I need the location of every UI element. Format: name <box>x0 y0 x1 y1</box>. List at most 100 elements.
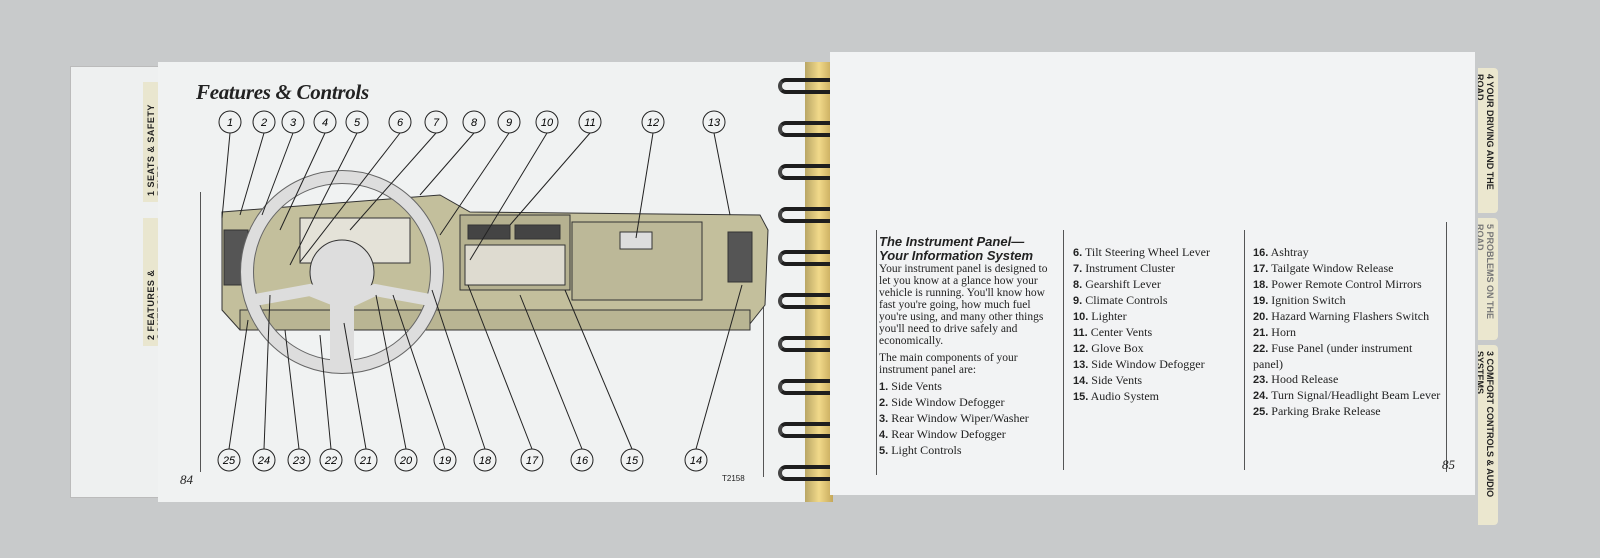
callout-number: 3 <box>290 117 297 129</box>
item-number: 12. <box>1073 343 1089 355</box>
callout-circle <box>620 448 644 472</box>
item-number: 9. <box>1073 295 1083 307</box>
dashboard <box>221 170 769 374</box>
callout-circle <box>462 110 486 134</box>
page-number: 84 <box>180 472 193 487</box>
callout-circle <box>535 110 559 134</box>
callout-circle <box>702 110 726 134</box>
callout-number: 17 <box>526 455 539 467</box>
divider <box>763 237 764 477</box>
divider <box>200 192 201 472</box>
item-label: Climate Controls <box>1085 293 1168 307</box>
item-number: 23. <box>1253 374 1269 386</box>
callout-circle <box>217 448 241 472</box>
leader-line <box>319 334 332 450</box>
tab-label: COMFORT CONTROLS & AUDIO SYSTEMS <box>1478 351 1495 498</box>
list-item: 17. Tailgate Window Release <box>1253 261 1443 277</box>
callout-circle <box>578 110 602 134</box>
intro-column: The Instrument Panel— Your Information S… <box>879 235 1059 459</box>
item-number: 15. <box>1073 391 1089 403</box>
leader-line <box>467 284 533 450</box>
list-item: 3. Rear Window Wiper/Washer <box>879 411 1059 427</box>
callout-circle <box>345 110 369 134</box>
callout-circle <box>497 110 521 134</box>
leader-line <box>431 289 486 450</box>
item-number: 24. <box>1253 390 1269 402</box>
callout-circle <box>252 110 276 134</box>
callout-number: 6 <box>397 117 404 129</box>
tab-problems-on-road[interactable]: 5 PROBLEMS ON THE ROAD <box>1478 218 1498 340</box>
divider <box>876 230 877 475</box>
leader-line <box>519 294 583 450</box>
leader-line <box>469 132 548 261</box>
list-item: 12. Glove Box <box>1073 341 1243 357</box>
list-item: 1. Side Vents <box>879 379 1059 395</box>
divider <box>1244 230 1245 470</box>
item-label: Instrument Cluster <box>1085 261 1175 275</box>
item-label: Fuse Panel (under instrument panel) <box>1253 341 1413 371</box>
item-label: Side Window Defogger <box>891 395 1005 409</box>
page-title: Features & Controls <box>196 80 369 104</box>
list-item: 14. Side Vents <box>1073 373 1243 389</box>
item-number: 10. <box>1073 311 1089 323</box>
list-item: 5. Light Controls <box>879 443 1059 459</box>
callout-number: 5 <box>354 117 361 129</box>
list-item: 7. Instrument Cluster <box>1073 261 1243 277</box>
divider <box>1063 230 1064 470</box>
item-label: Glove Box <box>1091 341 1144 355</box>
callout-number: 23 <box>292 455 306 467</box>
leader-line <box>392 294 446 450</box>
item-label: Light Controls <box>891 443 962 457</box>
callout-number: 19 <box>439 455 451 467</box>
callout-number: 7 <box>433 117 440 129</box>
item-label: Tailgate Window Release <box>1271 261 1394 275</box>
item-label: Turn Signal/Headlight Beam Lever <box>1271 388 1441 402</box>
tab-number: 4 <box>1485 74 1495 80</box>
list-item: 16. Ashtray <box>1253 245 1443 261</box>
list-item: 8. Gearshift Lever <box>1073 277 1243 293</box>
item-number: 21. <box>1253 327 1269 339</box>
figure-code: T2158 <box>722 474 745 483</box>
page-number: 85 <box>1442 457 1455 472</box>
item-number: 2. <box>879 397 889 409</box>
item-number: 6. <box>1073 247 1083 259</box>
list-item: 13. Side Window Defogger <box>1073 357 1243 373</box>
callout-number: 13 <box>708 117 721 129</box>
right-page: The Instrument Panel— Your Information S… <box>830 52 1475 495</box>
callout-number: 8 <box>471 117 478 129</box>
item-label: Ignition Switch <box>1271 293 1346 307</box>
lead-paragraph: The main components of your instrument p… <box>879 352 1018 376</box>
list-item: 19. Ignition Switch <box>1253 293 1443 309</box>
leader-line <box>343 322 367 450</box>
tab-comfort-controls[interactable]: 3 COMFORT CONTROLS & AUDIO SYSTEMS <box>1478 345 1498 525</box>
item-label: Horn <box>1271 325 1296 339</box>
item-label: Center Vents <box>1090 325 1153 339</box>
callout-number: 24 <box>257 455 270 467</box>
leader-line <box>635 132 654 239</box>
item-number: 8. <box>1073 279 1083 291</box>
callout-number: 12 <box>647 117 659 129</box>
item-number: 19. <box>1253 295 1269 307</box>
callout-circle <box>641 110 665 134</box>
item-label: Rear Window Defogger <box>891 427 1006 441</box>
item-label: Power Remote Control Mirrors <box>1271 277 1422 291</box>
list-item: 18. Power Remote Control Mirrors <box>1253 277 1443 293</box>
callout-number: 11 <box>584 117 595 129</box>
tab-your-driving[interactable]: 4 YOUR DRIVING AND THE ROAD <box>1478 68 1498 213</box>
list-item: 24. Turn Signal/Headlight Beam Lever <box>1253 388 1443 404</box>
callout-circle <box>394 448 418 472</box>
leader-line <box>299 132 401 263</box>
item-label: Lighter <box>1091 309 1127 323</box>
divider <box>1446 222 1447 472</box>
leader-line <box>221 132 231 219</box>
item-number: 4. <box>879 429 889 441</box>
list-item: 23. Hood Release <box>1253 372 1443 388</box>
callout-number: 21 <box>359 455 372 467</box>
callout-circle <box>473 448 497 472</box>
section-heading: The Instrument Panel— <box>879 234 1025 249</box>
tab-number: 3 <box>1485 351 1495 357</box>
list-item: 11. Center Vents <box>1073 325 1243 341</box>
item-number: 14. <box>1073 375 1089 387</box>
callout-circle <box>313 110 337 134</box>
